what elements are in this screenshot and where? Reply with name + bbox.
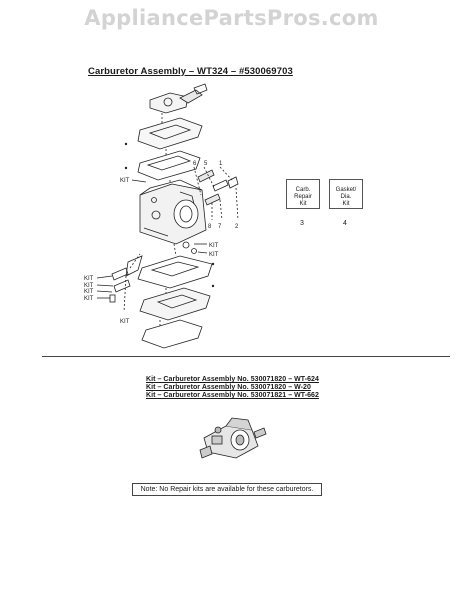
- callout-7: 7: [218, 224, 222, 230]
- exploded-parts-diagram: KIT KIT KIT KIT KIT KIT KIT KIT 6 5 1 8 …: [84, 83, 239, 349]
- kit-callout: KIT: [120, 319, 130, 325]
- kit-box-number: 3: [300, 220, 304, 227]
- callout-6: 6: [193, 161, 197, 167]
- kit-callout: KIT: [84, 283, 94, 289]
- kit-callout: KIT: [84, 296, 94, 302]
- kit-callout: KIT: [84, 289, 94, 295]
- carburetor-body-part: [139, 179, 207, 245]
- callout-2: 2: [235, 224, 239, 230]
- callout-5: 5: [204, 161, 208, 167]
- cover-plate-part: [137, 117, 203, 150]
- left-kit-parts: [109, 253, 143, 313]
- adjusting-screws-part: [193, 166, 239, 221]
- diagram-title: Carburetor Assembly – WT324 – #530069703: [88, 66, 293, 77]
- repair-kit-note: Note: No Repair kits are available for t…: [132, 483, 322, 496]
- carb-repair-kit-box: Carb. Repair Kit: [286, 179, 320, 209]
- divider-line: [42, 356, 450, 357]
- kit-callout: KIT: [120, 178, 130, 184]
- callout-1: 1: [219, 161, 223, 167]
- kit-box-number: 4: [343, 220, 347, 227]
- lower-plate-part: [139, 287, 211, 321]
- diaphragm-part: [137, 150, 201, 181]
- callout-8: 8: [208, 224, 212, 230]
- kit-assembly-line: Kit – Carburetor Assembly No. 530071820 …: [146, 376, 319, 383]
- watermark: AppliancePartsPros.com: [84, 6, 379, 30]
- carburetor-photo: [199, 417, 267, 459]
- kit-callout: KIT: [209, 252, 219, 258]
- kit-callout: KIT: [209, 243, 219, 249]
- marker-dots: [124, 142, 215, 288]
- bottom-diaphragm-part: [141, 319, 203, 349]
- gasket-dia-kit-box: Gasket/ Dia. Kit: [329, 179, 363, 209]
- kit-callout: KIT: [84, 276, 94, 282]
- top-fitting-part: [149, 83, 208, 114]
- lower-gasket-part: [137, 255, 213, 289]
- kit-assembly-line: Kit – Carburetor Assembly No. 530071820 …: [146, 384, 311, 391]
- kit-assembly-line: Kit – Carburetor Assembly No. 530071821 …: [146, 392, 319, 399]
